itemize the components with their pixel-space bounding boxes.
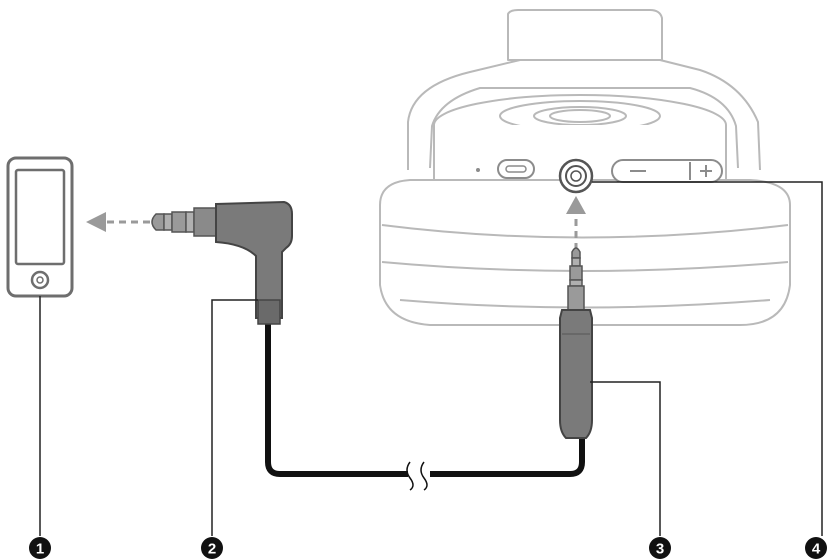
arrow-icon xyxy=(86,212,150,232)
headband-slider xyxy=(507,9,663,61)
leader-4 xyxy=(592,181,823,536)
callout-1: 1 xyxy=(29,537,51,559)
arrow-icon xyxy=(566,196,586,214)
portable-player-icon xyxy=(6,156,74,298)
stereo-mini-plug-icon xyxy=(559,196,593,439)
leader-3 xyxy=(590,381,661,536)
stereo-mini-plug-icon xyxy=(151,200,293,325)
usb-port xyxy=(497,159,535,179)
callout-3-label: 3 xyxy=(656,541,664,558)
callout-2: 2 xyxy=(201,537,223,559)
cable xyxy=(265,317,585,477)
callout-1-label: 1 xyxy=(36,541,44,558)
headphone-earcup-icon xyxy=(379,9,791,326)
callout-2-label: 2 xyxy=(208,541,216,558)
callout-4-label: 4 xyxy=(812,541,821,558)
callout-4: 4 xyxy=(805,537,827,559)
earpad xyxy=(379,179,791,326)
callout-3: 3 xyxy=(649,537,671,559)
input-jack xyxy=(558,158,594,194)
leader-lines xyxy=(39,181,823,536)
volume-buttons xyxy=(611,159,723,183)
leader-2 xyxy=(211,299,258,536)
